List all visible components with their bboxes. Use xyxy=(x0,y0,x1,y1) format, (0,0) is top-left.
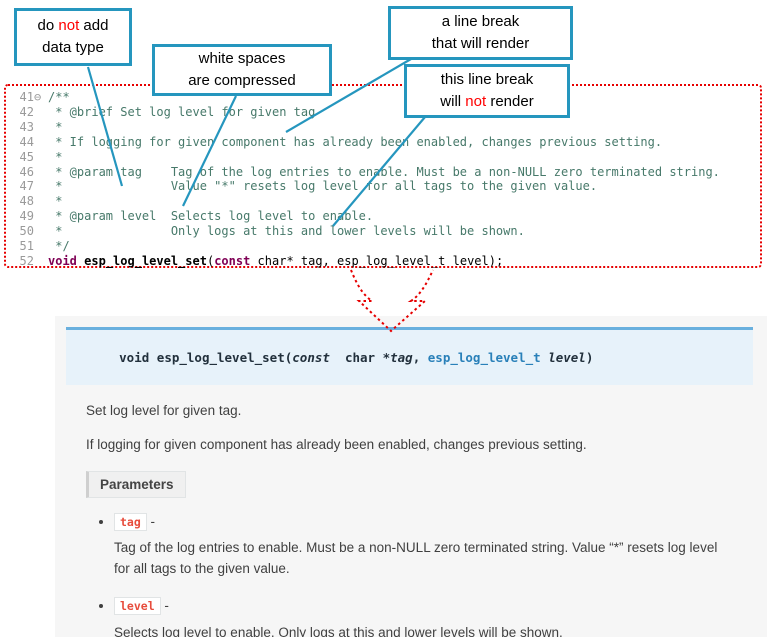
callout-text-part: do xyxy=(37,17,59,35)
keyword-const: const xyxy=(214,253,251,268)
line-number: 42 xyxy=(19,104,34,119)
code-line: 43 * xyxy=(12,120,760,135)
line-number: 45 xyxy=(19,149,34,164)
code-line: 47 * Value "*" resets log level for all … xyxy=(12,179,760,194)
callout-text-part: will xyxy=(440,93,466,110)
param-name-literal: level xyxy=(114,597,161,616)
param-description: Tag of the log entries to enable. Must b… xyxy=(114,540,718,577)
sig-type-char: char * xyxy=(329,350,391,365)
line-number: 52 xyxy=(19,253,34,268)
code-line: 48 * xyxy=(12,194,760,209)
fold-collapse-icon: ⊖ xyxy=(34,90,42,104)
brief-text: Set log level for given tag. xyxy=(86,403,242,418)
param-dash: - xyxy=(164,598,169,614)
callout-text: white spaces xyxy=(198,50,286,68)
function-name: esp_log_level_set xyxy=(84,253,207,268)
callout-no-data-type: do not add data type xyxy=(14,8,132,66)
param-dash: - xyxy=(150,513,156,529)
line-number: 49 xyxy=(19,209,34,224)
sig-paren: ( xyxy=(284,350,293,365)
line-number: 48 xyxy=(19,194,34,209)
callout-text: will not render xyxy=(440,91,533,113)
callout-linebreak-renders: a line break that will render xyxy=(388,6,573,60)
comment-text: * Only logs at this and lower levels wil… xyxy=(48,224,525,239)
code-line: 49 * @param level Selects log level to e… xyxy=(12,209,760,224)
param-list: tag - Tag of the log entries to enable. … xyxy=(94,512,747,637)
comment-text: * If logging for given component has alr… xyxy=(48,134,663,149)
callout-emphasis: not xyxy=(465,93,487,110)
sig-const-keyword: const xyxy=(292,350,330,365)
comment-text: * Value "*" resets log level for all tag… xyxy=(48,179,598,194)
sig-param-level: level xyxy=(548,350,586,365)
sig-param-tag: tag xyxy=(390,350,413,365)
callout-text: this line break xyxy=(440,71,534,89)
line-number: 51 xyxy=(19,239,34,254)
callout-text: data type xyxy=(42,39,104,56)
comment-text: * @param tag Tag of the log entries to e… xyxy=(48,164,720,179)
comment-text: * xyxy=(48,119,63,134)
declaration-rest: char* tag, esp_log_level_t level); xyxy=(250,253,504,268)
callout-text: do not add xyxy=(38,15,109,37)
comment-text: * @brief Set log level for given tag xyxy=(48,104,316,119)
param-description: Selects log level to enable. Only logs a… xyxy=(114,625,563,637)
code-line-declaration: 52 void esp_log_level_set(const char* tag… xyxy=(12,254,760,269)
line-number: 44 xyxy=(19,134,34,149)
sig-comma: , xyxy=(412,350,428,365)
param-item-level: level - Selects log level to enable. Onl… xyxy=(114,596,747,637)
description-text: If logging for given component has alrea… xyxy=(86,437,587,453)
docs-body: Set log level for given tag. If logging … xyxy=(86,401,747,637)
callout-text: a line break xyxy=(441,13,520,31)
code-line: 41⊖ /** xyxy=(12,90,760,105)
comment-text: * xyxy=(48,194,63,209)
sig-return-type: void xyxy=(119,350,157,365)
callout-linebreak-not-render: this line break will not render xyxy=(404,64,570,118)
comment-text: * @param level Selects log level to enab… xyxy=(48,209,374,224)
param-item-tag: tag - Tag of the log entries to enable. … xyxy=(114,512,747,581)
callout-text: are compressed xyxy=(188,72,296,89)
code-line: 44 * If logging for given component has … xyxy=(12,135,760,150)
callout-text-part: render xyxy=(486,93,534,110)
code-line: 51 */ xyxy=(12,239,760,254)
param-name-literal: tag xyxy=(114,512,147,531)
callout-emphasis: not xyxy=(58,17,80,35)
line-number: 41 xyxy=(19,90,34,104)
line-number: 50 xyxy=(19,224,34,239)
line-number: 43 xyxy=(19,119,34,134)
code-editor: 41⊖ /** 42 * @brief Set log level for giv… xyxy=(4,84,762,268)
code-line: 46 * @param tag Tag of the log entries t… xyxy=(12,165,760,180)
docs-panel: void esp_log_level_set(const char *tag, … xyxy=(55,316,767,637)
callout-text: that will render xyxy=(431,35,530,52)
comment-text: */ xyxy=(48,239,70,254)
sig-type-link[interactable]: esp_log_level_t xyxy=(427,350,541,365)
sig-function-name: esp_log_level_set xyxy=(156,350,285,365)
code-line: 45 * xyxy=(12,150,760,165)
line-number: 47 xyxy=(19,179,34,194)
sig-paren: ) xyxy=(585,350,594,365)
keyword-void: void xyxy=(48,253,77,268)
paren: ( xyxy=(206,253,215,268)
comment-text: * xyxy=(48,149,63,164)
callout-text-part: add xyxy=(79,17,109,35)
callout-whitespace-compressed: white spaces are compressed xyxy=(152,44,332,96)
code-line: 42 * @brief Set log level for given tag xyxy=(12,105,760,120)
code-line: 50 * Only logs at this and lower levels … xyxy=(12,224,760,239)
comment-text: /** xyxy=(48,90,70,104)
function-signature: void esp_log_level_set(const char *tag, … xyxy=(66,327,753,385)
parameters-label: Parameters xyxy=(86,470,186,498)
line-number: 46 xyxy=(19,164,34,179)
